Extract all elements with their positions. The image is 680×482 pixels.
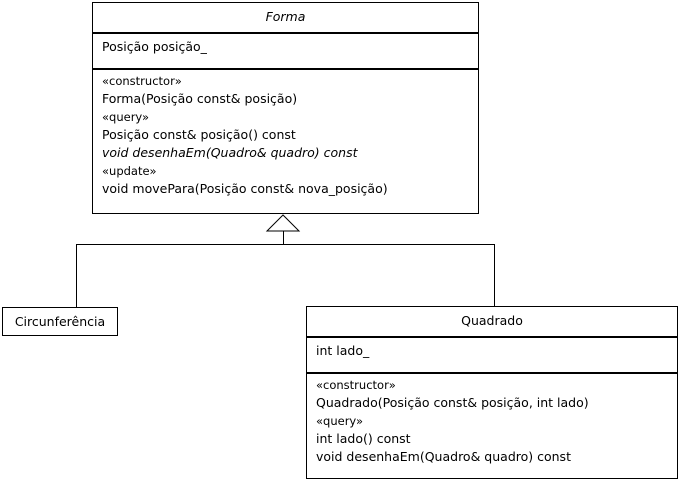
class-name: Forma [93, 3, 478, 34]
class-circunferencia[interactable]: Circunferência [2, 307, 118, 336]
operation: void desenhaEm(Quadro& quadro) const [102, 145, 358, 160]
stereotype-label: «constructor» [102, 74, 182, 88]
inheritance-arrowhead [265, 214, 301, 232]
attribute: Posição posição_ [102, 39, 207, 54]
operation: int lado() const [316, 431, 411, 446]
stereotype-label: «constructor» [316, 378, 396, 392]
stereotype-label: «query» [316, 414, 364, 428]
class-name: Circunferência [14, 314, 106, 329]
operations-compartment: «constructor» Forma(Posição const& posiçã… [93, 70, 478, 198]
stereotype-label: «update» [102, 164, 157, 178]
attributes-compartment: int lado_ [307, 338, 677, 374]
operation: Posição const& posição() const [102, 127, 296, 142]
operation: void movePara(Posição const& nova_posiçã… [102, 181, 388, 196]
attributes-compartment: Posição posição_ [93, 34, 478, 70]
operations-compartment: «constructor» Quadrado(Posição const& pos… [307, 374, 677, 466]
class-quadrado[interactable]: Quadrado int lado_ «constructor» Quadrado… [306, 306, 678, 479]
operation: Quadrado(Posição const& posição, int lad… [316, 395, 589, 410]
stereotype-label: «query» [102, 110, 150, 124]
class-name: Quadrado [307, 307, 677, 338]
operation: Forma(Posição const& posição) [102, 91, 298, 106]
attribute: int lado_ [316, 343, 370, 358]
class-forma[interactable]: Forma Posição posição_ «constructor» Form… [92, 2, 479, 214]
operation: void desenhaEm(Quadro& quadro) const [316, 449, 571, 464]
